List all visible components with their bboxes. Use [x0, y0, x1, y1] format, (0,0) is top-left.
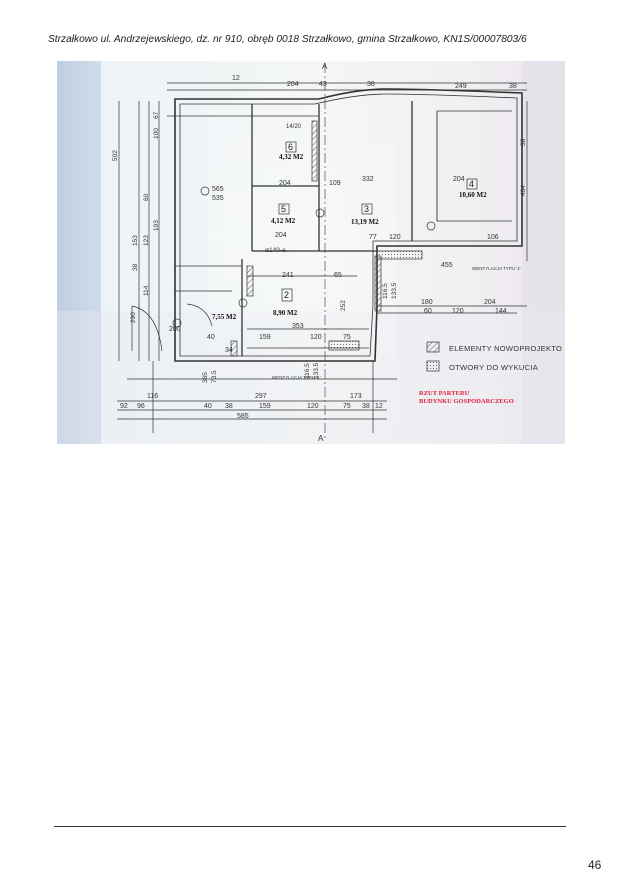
dim-38: 38 — [225, 403, 233, 410]
dim-top-38: 38 — [367, 81, 375, 88]
dim-565: 565 — [212, 186, 224, 193]
dim-60: 60 — [424, 308, 432, 315]
drawing-title-line2: BUDYNKU GOSPODARCZEGO — [419, 398, 514, 405]
dim-120: 120 — [389, 234, 401, 241]
ventilation-2-label: WENTYLACJA TYPU '2' — [472, 266, 521, 271]
dim-left-502: 502 — [112, 150, 119, 161]
document-header: Strzałkowo ul. Andrzejewskiego, dz. nr 9… — [48, 34, 527, 45]
lintel-label: 14/20 — [286, 124, 302, 130]
dim-top-249: 249 — [455, 83, 467, 90]
ventilation-1-label: WENTYLACJA TYPU '1' — [272, 375, 321, 380]
dim-535: 535 — [212, 195, 224, 202]
dim-v-133-5b: 133.5 — [313, 362, 320, 379]
dim-173: 173 — [350, 393, 362, 400]
legend: ELEMENTY NOWOPROJEKTO OTWORY DO WYKUCIA — [426, 341, 562, 372]
dim-106: 106 — [487, 234, 499, 241]
room-6-number: 6 — [288, 142, 293, 152]
room-3-area: 13,19 M2 — [351, 218, 379, 226]
duct-label: ø140-a — [265, 247, 286, 254]
dim-right-252: 252 — [340, 300, 347, 311]
dim-left-100: 100 — [153, 128, 160, 139]
dim-204c: 204 — [275, 232, 287, 239]
room-6-area: 4,32 M2 — [279, 153, 304, 161]
dim-92: 92 — [120, 403, 128, 410]
dim-65: 65 — [334, 272, 342, 279]
room-5-area: 4,12 M2 — [271, 217, 296, 225]
room-2-number: 2 — [284, 290, 289, 300]
dim-mid-332: 332 — [362, 176, 374, 183]
room-4-area: 10,60 M2 — [459, 191, 487, 199]
dim-left-153: 153 — [132, 235, 139, 246]
drawing-title-line1: RZUT PARTERU — [419, 390, 470, 397]
page-number: 46 — [588, 858, 602, 872]
floor-plan-scan: 204 43 38 249 38 12 204 109 332 204 204 … — [57, 61, 565, 444]
dim-585: 585 — [237, 413, 249, 420]
dim-241: 241 — [282, 272, 294, 279]
dim-v-116-5b: 116.5 — [304, 363, 311, 379]
dim-200: 200 — [169, 326, 181, 333]
dim-left-114: 114 — [143, 285, 150, 296]
dim-left-60: 60 — [143, 193, 150, 201]
dim-mid-204: 204 — [279, 180, 291, 187]
room-3-number: 3 — [364, 204, 369, 214]
dim-left-290: 290 — [130, 312, 137, 323]
dim-120d: 120 — [307, 403, 319, 410]
dim-120b: 120 — [452, 308, 464, 315]
dim-120c: 120 — [310, 334, 322, 341]
room-1-area: 7,55 M2 — [212, 313, 237, 321]
dim-v-133-5: 133.5 — [391, 282, 398, 299]
section-mark-bottom: A — [318, 434, 324, 443]
footer-divider — [54, 826, 566, 827]
dim-159: 159 — [259, 334, 271, 341]
dim-mid-109: 109 — [329, 180, 341, 187]
legend-hatch-swatch — [426, 341, 440, 353]
dim-75: 75 — [343, 334, 351, 341]
legend-dots-swatch — [426, 360, 440, 372]
dim-180: 180 — [421, 299, 433, 306]
dim-left-67: 67 — [153, 111, 160, 119]
dim-right-38: 38 — [520, 138, 527, 146]
legend-new-elements: ELEMENTY NOWOPROJEKTO — [449, 344, 562, 353]
dim-left-38: 38 — [132, 263, 139, 271]
dim-v-365: 365 — [202, 372, 209, 383]
room-5-number: 5 — [281, 204, 286, 214]
dim-mid-204b: 204 — [453, 176, 465, 183]
section-mark-top: A — [322, 62, 328, 71]
dim-right-464: 464 — [520, 185, 527, 196]
room-4-number: 4 — [469, 179, 474, 189]
legend-openings: OTWORY DO WYKUCIA — [449, 363, 538, 372]
dim-top-38b: 38 — [509, 83, 517, 90]
dim-top-204: 204 — [287, 81, 299, 88]
dim-40: 40 — [207, 334, 215, 341]
dim-v-116-5: 116.5 — [382, 283, 389, 299]
dim-116: 116 — [147, 393, 158, 400]
dim-159b: 159 — [259, 403, 271, 410]
dim-77: 77 — [369, 234, 377, 241]
dim-top-12: 12 — [232, 75, 240, 82]
dim-297: 297 — [255, 393, 267, 400]
room-2-area: 8,90 M2 — [273, 309, 298, 317]
dim-left-123: 123 — [143, 235, 150, 246]
dim-top-43: 43 — [319, 81, 327, 88]
dim-40b: 40 — [204, 403, 212, 410]
dim-left-193: 193 — [153, 220, 160, 231]
dim-12b: 12 — [375, 403, 383, 410]
dim-455: 455 — [441, 262, 453, 269]
dim-34: 34 — [225, 347, 233, 354]
dim-75b: 75 — [343, 403, 351, 410]
dim-38c: 38 — [362, 403, 370, 410]
dim-v-73-5: 73.5 — [211, 370, 218, 383]
dim-96: 96 — [137, 403, 145, 410]
dim-144: 144 — [495, 308, 507, 315]
dim-204d: 204 — [484, 299, 496, 306]
dim-353: 353 — [292, 323, 304, 330]
